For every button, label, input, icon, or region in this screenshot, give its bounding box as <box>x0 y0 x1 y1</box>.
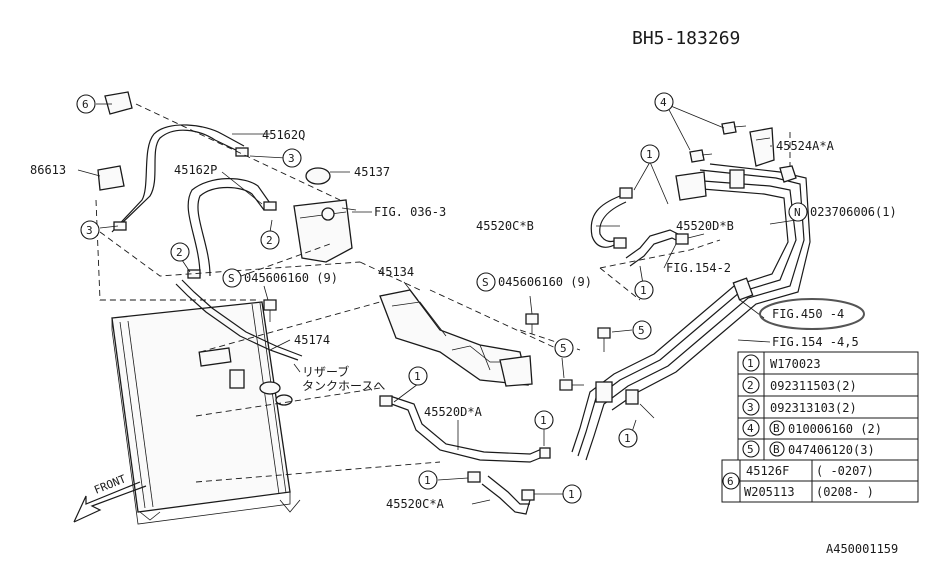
callout-S-b: S <box>476 272 496 292</box>
bolts <box>263 121 747 391</box>
svg-text:(0208- ): (0208- ) <box>816 485 874 499</box>
callout-1-g: 1 <box>618 428 638 448</box>
callout-1-d: 1 <box>562 484 582 504</box>
svg-text:1: 1 <box>646 148 653 161</box>
svg-text:W205113: W205113 <box>744 485 795 499</box>
svg-text:1: 1 <box>568 488 575 501</box>
svg-text:1: 1 <box>640 284 647 297</box>
svg-text:1: 1 <box>624 432 631 445</box>
legend-row-6: 6 45126F ( -0207) W205113 (0208- ) <box>722 464 874 499</box>
svg-text:4: 4 <box>747 422 754 435</box>
svg-text:W170023: W170023 <box>770 357 821 371</box>
label-023706006: 023706006(1) <box>810 205 897 219</box>
label-fig154-45: FIG.154 -4,5 <box>772 335 859 349</box>
label-fig036-3: FIG. 036-3 <box>374 205 446 219</box>
callout-1-a: 1 <box>408 366 428 386</box>
svg-text:092311503(2): 092311503(2) <box>770 379 857 393</box>
diagram-reference: A450001159 <box>826 542 898 556</box>
svg-text:45126F: 45126F <box>746 464 789 478</box>
tube-45174 <box>175 279 303 361</box>
label-045606160-a: 045606160 (9) <box>244 271 338 285</box>
svg-text:1: 1 <box>747 357 754 370</box>
callout-1-f: 1 <box>634 280 654 300</box>
callout-4: 4 <box>654 92 674 112</box>
svg-text:3: 3 <box>747 401 754 414</box>
callout-1-b: 1 <box>534 410 554 430</box>
callout-1-e: 1 <box>640 144 660 164</box>
legend-row-2: 2 092311503(2) <box>742 376 857 394</box>
callout-1-c: 1 <box>418 470 438 490</box>
callout-3-a: 3 <box>282 148 302 168</box>
fig450-highlight <box>759 298 865 330</box>
svg-text:S: S <box>482 276 489 289</box>
svg-text:2: 2 <box>747 379 754 392</box>
svg-text:S: S <box>228 272 235 285</box>
front-label: FRONT <box>92 472 128 497</box>
label-86613: 86613 <box>30 163 66 177</box>
label-45134: 45134 <box>378 265 414 279</box>
label-45174: 45174 <box>294 333 330 347</box>
svg-text:047406120(3): 047406120(3) <box>788 443 875 457</box>
svg-text:5: 5 <box>638 324 645 337</box>
svg-text:( -0207): ( -0207) <box>816 464 874 478</box>
label-45524AA: 45524A*A <box>776 139 835 153</box>
callout-5-b: 5 <box>632 320 652 340</box>
svg-text:B: B <box>773 443 780 456</box>
svg-text:5: 5 <box>747 443 754 456</box>
legend-table <box>721 351 919 503</box>
lower-hoses <box>379 395 551 515</box>
label-45137: 45137 <box>354 165 390 179</box>
label-45162P: 45162P <box>174 163 217 177</box>
upper-right-hoses <box>590 171 707 267</box>
label-045606160-b: 045606160 (9) <box>498 275 592 289</box>
svg-text:1: 1 <box>540 414 547 427</box>
label-45520CA: 45520C*A <box>386 497 445 511</box>
svg-text:4: 4 <box>660 96 667 109</box>
bracket-45524A <box>749 127 797 183</box>
svg-text:B: B <box>773 422 780 435</box>
svg-text:010006160 (2): 010006160 (2) <box>788 422 882 436</box>
radiator-hoses <box>97 91 277 279</box>
svg-text:N: N <box>794 206 801 219</box>
legend-row-1: 1 W170023 <box>742 354 821 372</box>
svg-text:1: 1 <box>424 474 431 487</box>
label-45520DA: 45520D*A <box>424 405 483 419</box>
svg-text:2: 2 <box>176 246 183 259</box>
label-45520DB: 45520D*B <box>676 219 734 233</box>
callout-2-a: 2 <box>260 230 280 250</box>
legend-row-4: 4 B 010006160 (2) <box>742 419 882 437</box>
diagram-code: BH5-183269 <box>632 28 740 49</box>
callout-3-b: 3 <box>80 220 100 240</box>
reservoir-tank <box>293 167 357 263</box>
label-reserve-2: タンクホースへ <box>302 379 385 393</box>
label-fig154-2: FIG.154-2 <box>666 261 731 275</box>
svg-text:2: 2 <box>266 234 273 247</box>
svg-text:6: 6 <box>727 475 734 488</box>
callout-6-top: 6 <box>76 94 96 114</box>
radiator <box>111 301 301 525</box>
svg-text:6: 6 <box>82 98 89 111</box>
label-45520CB: 45520C*B <box>476 219 534 233</box>
label-fig450-4: FIG.450 -4 <box>772 307 844 321</box>
callout-2-b: 2 <box>170 242 190 262</box>
svg-text:1: 1 <box>414 370 421 383</box>
svg-text:5: 5 <box>560 342 567 355</box>
callout-5-a: 5 <box>554 338 574 358</box>
label-45162Q: 45162Q <box>262 128 305 142</box>
callout-N: N <box>788 202 808 222</box>
legend-row-5: 5 B 047406120(3) <box>742 440 875 458</box>
svg-text:3: 3 <box>288 152 295 165</box>
bracket-45134 <box>379 289 533 387</box>
legend-row-3: 3 092313103(2) <box>742 398 857 416</box>
callout-S-a: S <box>222 268 242 288</box>
label-reserve-1: リザーブ <box>302 364 349 379</box>
svg-text:3: 3 <box>86 224 93 237</box>
svg-text:092313103(2): 092313103(2) <box>770 401 857 415</box>
